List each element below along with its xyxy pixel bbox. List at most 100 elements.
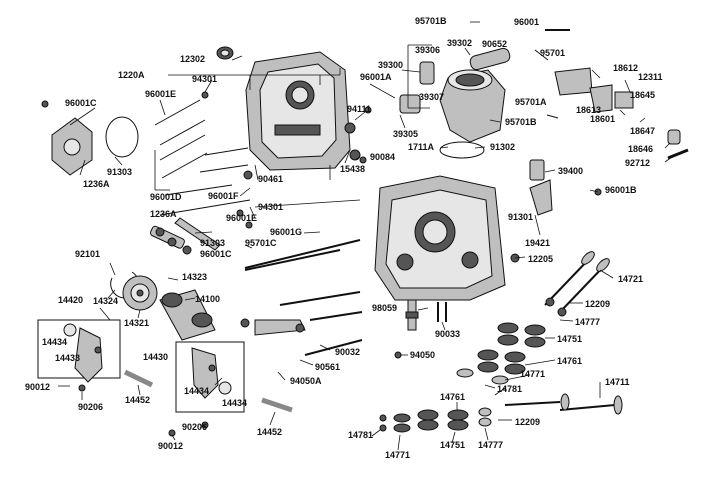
rocker-shafts	[123, 369, 293, 413]
label-14771-bot: 14771	[385, 450, 410, 460]
label-14433: 14433	[55, 353, 80, 363]
left-cover-gasket	[105, 116, 139, 158]
label-12209-top: 12209	[585, 299, 610, 309]
label-14420: 14420	[58, 295, 83, 305]
rocker-arm-assembly-left	[37, 319, 121, 383]
oil-seal-12302	[216, 46, 234, 60]
intake-manifold	[439, 47, 511, 143]
side-cover-plate	[51, 117, 93, 176]
label-1236a-mid: 1236A	[150, 209, 177, 219]
camshaft	[159, 289, 216, 341]
rocker-arm-assembly-right	[175, 341, 245, 413]
label-14321: 14321	[124, 318, 149, 328]
label-91302: 91302	[490, 142, 515, 152]
label-18645: 18645	[630, 90, 655, 100]
label-39307: 39307	[419, 92, 444, 102]
head-bolts	[154, 99, 251, 216]
label-14100: 14100	[195, 294, 220, 304]
label-95701c: 95701C	[245, 238, 277, 248]
label-90084: 90084	[370, 152, 395, 162]
label-39305: 39305	[393, 129, 418, 139]
label-18601: 18601	[590, 114, 615, 124]
label-19421: 19421	[525, 238, 550, 248]
label-91303-left: 91303	[107, 167, 132, 177]
label-14434-left: 14434	[42, 337, 67, 347]
label-14452-left: 14452	[125, 395, 150, 405]
label-18646: 18646	[628, 144, 653, 154]
label-18647: 18647	[630, 126, 655, 136]
label-90206-mid: 90206	[182, 422, 207, 432]
label-14777-bot: 14777	[478, 440, 503, 450]
injector-and-sensors	[399, 61, 553, 216]
label-14721: 14721	[618, 274, 643, 284]
exhaust-valves-bottom	[504, 393, 623, 415]
label-96001f: 96001F	[208, 191, 239, 201]
label-14781-bot: 14781	[348, 430, 373, 440]
label-90012-left: 90012	[25, 382, 50, 392]
label-96001-top: 96001	[514, 17, 539, 27]
label-90206-left: 90206	[78, 402, 103, 412]
label-14711: 14711	[605, 377, 630, 387]
label-12205: 12205	[528, 254, 553, 264]
label-39400: 39400	[558, 166, 583, 176]
label-96001g: 96001G	[270, 227, 302, 237]
label-14781-top: 14781	[497, 384, 522, 394]
label-14452-right: 14452	[257, 427, 282, 437]
label-91303-mid: 91303	[200, 238, 225, 248]
label-96001b: 96001B	[605, 185, 637, 195]
label-18612: 18612	[613, 63, 638, 73]
spark-plug	[405, 299, 419, 331]
label-14777-top: 14777	[575, 317, 600, 327]
label-94050a: 94050A	[290, 376, 322, 386]
label-1220a: 1220A	[118, 70, 145, 80]
label-94301-mid: 94301	[258, 202, 283, 212]
label-90033: 90033	[435, 329, 460, 339]
label-90561: 90561	[315, 362, 340, 372]
label-90012-mid: 90012	[158, 441, 183, 451]
label-14751-top: 14751	[557, 334, 582, 344]
label-14434-mid1: 14434	[184, 386, 209, 396]
label-39306: 39306	[415, 45, 440, 55]
valve-springs-bottom	[379, 407, 492, 433]
label-90032: 90032	[335, 347, 360, 357]
label-94050: 94050	[410, 350, 435, 360]
label-1711a: 1711A	[408, 142, 435, 152]
label-14430: 14430	[143, 352, 168, 362]
label-92101: 92101	[75, 249, 100, 259]
label-96001d: 96001D	[150, 192, 182, 202]
valve-springs-top	[456, 297, 567, 385]
cylinder-head-cover	[245, 51, 351, 171]
label-95701: 95701	[540, 48, 565, 58]
rocker-pivots	[149, 225, 192, 255]
label-90461: 90461	[258, 174, 283, 184]
cam-sprocket	[122, 275, 158, 311]
label-15438: 15438	[340, 164, 365, 174]
intake-gasket-ring	[439, 141, 485, 159]
label-94301-top: 94301	[192, 74, 217, 84]
label-14761-top: 14761	[557, 356, 582, 366]
throttle-brackets	[534, 29, 689, 160]
label-95701a: 95701A	[515, 97, 547, 107]
label-90652: 90652	[482, 39, 507, 49]
label-14434-mid2: 14434	[222, 398, 247, 408]
label-14324: 14324	[93, 296, 118, 306]
label-14751-bot: 14751	[440, 440, 465, 450]
label-12311: 12311	[638, 72, 663, 82]
label-98059: 98059	[372, 303, 397, 313]
label-18613: 18613	[576, 105, 601, 115]
label-95701b-top: 95701B	[415, 16, 447, 26]
label-96001a: 96001A	[360, 72, 392, 82]
label-95701b-mid: 95701B	[505, 117, 537, 127]
small-fasteners	[41, 91, 602, 437]
leader-lines	[58, 21, 673, 451]
label-96001c-mid: 96001C	[200, 249, 232, 259]
label-1236a-left: 1236A	[83, 179, 110, 189]
valve-stem-seals	[437, 302, 447, 322]
label-96001c-left: 96001C	[65, 98, 97, 108]
label-14323: 14323	[182, 272, 207, 282]
label-12302: 12302	[180, 54, 205, 64]
label-94111: 94111	[347, 104, 371, 114]
cylinder-head	[374, 175, 506, 301]
label-91301: 91301	[508, 212, 533, 222]
